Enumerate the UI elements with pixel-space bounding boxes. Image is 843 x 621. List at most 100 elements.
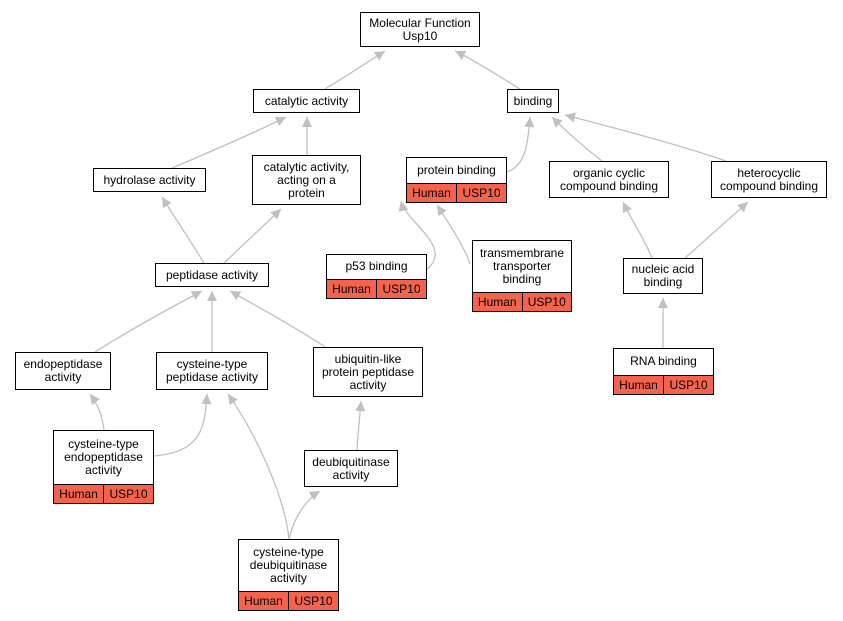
label-line: p53 binding — [345, 259, 408, 273]
arrow-head-icon — [455, 50, 467, 60]
arrow-head-icon — [274, 117, 286, 126]
edge-binding-to-mf — [454, 50, 521, 90]
species-cell: Human — [59, 486, 98, 501]
arrow-head-icon — [230, 291, 242, 301]
label-line: ubiquitin-like — [334, 351, 402, 366]
label-line: peptidase activity — [165, 370, 259, 384]
edge-cys_endo-to-cys_peptidase — [153, 393, 212, 457]
arrow-head-icon — [622, 202, 632, 214]
edge-p53-to-protein_binding — [398, 200, 436, 270]
go-term-label: p53 binding — [327, 255, 426, 278]
gene-cell: USP10 — [288, 592, 338, 610]
edge-nucleic-to-hetero — [684, 201, 749, 259]
arrow-head-icon — [302, 117, 312, 127]
annotation-row: Human USP10 — [53, 484, 154, 504]
label-line: cysteine-type — [253, 544, 324, 559]
label-line: compound binding — [559, 178, 659, 193]
go-term-catalytic[interactable]: catalytic activity — [253, 89, 360, 113]
go-term-label: RNA binding — [614, 349, 713, 374]
label-line: catalytic activity — [264, 93, 349, 108]
label-line: nucleic acid — [631, 262, 695, 276]
label-line: binding — [502, 271, 542, 286]
gene-cell: USP10 — [521, 293, 572, 311]
edge-rna-to-nucleic — [658, 298, 668, 348]
label-line: activity — [349, 377, 387, 392]
species-cell: Human — [332, 281, 371, 296]
go-term-hydrolase[interactable]: hydrolase activity — [93, 168, 206, 192]
edge-transmembrane-to-protein_binding — [436, 204, 471, 265]
arrow-head-icon — [308, 491, 320, 501]
label-line: Molecular Function — [369, 15, 471, 30]
go-term-peptidase[interactable]: peptidase activity — [155, 263, 269, 287]
label-line: deubiquitinase — [249, 557, 328, 572]
edge-deubiq-to-ubiq — [355, 400, 366, 451]
arrow-head-icon — [207, 291, 217, 301]
label-line: activity — [332, 467, 370, 482]
arrow-head-icon — [524, 117, 535, 128]
gene-cell: USP10 — [103, 485, 153, 503]
arrow-head-icon — [373, 51, 385, 61]
arrow-head-icon — [437, 205, 447, 217]
edge-organic-to-binding — [551, 116, 603, 162]
label-line: protein binding — [417, 162, 496, 177]
arrow-head-icon — [565, 112, 576, 123]
label-line: transporter — [492, 258, 551, 273]
go-term-label: hydrolase activity — [94, 169, 205, 191]
edge-cys_peptidase-to-peptidase — [207, 291, 217, 352]
label-line: catalytic activity, — [263, 159, 350, 174]
arrow-head-icon — [201, 394, 212, 405]
label-line: activity — [270, 570, 307, 585]
species-cell: Human — [619, 377, 658, 392]
go-term-binding[interactable]: binding — [507, 89, 559, 113]
edge-hetero-to-binding — [564, 112, 727, 162]
edge-cat_protein-to-catalytic — [302, 117, 312, 155]
label-line: transmembrane — [479, 245, 565, 260]
annotation-row: Human USP10 — [326, 279, 427, 299]
arrow-head-icon — [552, 117, 563, 128]
arrow-head-icon — [355, 401, 366, 412]
arrow-head-icon — [737, 202, 748, 213]
label-line: activity — [44, 370, 82, 384]
go-term-label: binding — [508, 90, 558, 112]
label-line: protein peptidase — [321, 364, 415, 379]
go-term-label: peptidase activity — [156, 264, 268, 286]
label-line: endopeptidase — [64, 449, 143, 464]
arrow-head-icon — [90, 394, 100, 406]
edge-peptidase-to-cat_protein — [223, 208, 282, 264]
label-line: compound binding — [719, 178, 819, 193]
label-line: binding — [513, 93, 553, 108]
go-term-label: protein binding — [407, 158, 506, 182]
edge-protein_binding-to-binding — [506, 116, 535, 173]
label-line: organic cyclic — [572, 165, 645, 180]
edge-peptidase-to-hydrolase — [161, 196, 205, 264]
gene-cell: USP10 — [376, 280, 426, 298]
